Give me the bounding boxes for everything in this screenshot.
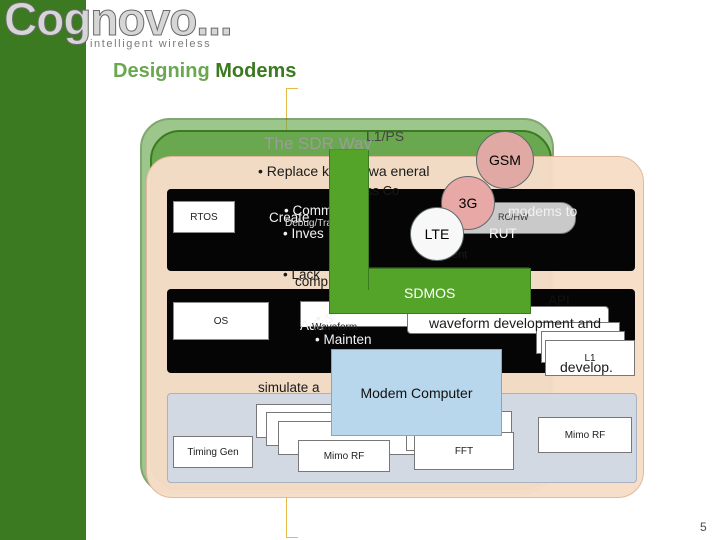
text-create: Create (269, 210, 310, 225)
rtos-box: RTOS (173, 201, 235, 233)
text-debug-trace: Debug/Trace (285, 218, 343, 229)
bullet-comm: • Comm (284, 203, 333, 218)
bullet-s: • S (316, 311, 334, 326)
title-word-designing: Designing (113, 60, 210, 82)
text-api: API (548, 293, 570, 308)
sdr-way-heading: The SDR Way (264, 134, 373, 153)
title-word-modems: Modems (215, 60, 297, 82)
cognovo-logo: Cognovo... (3, 0, 233, 46)
gsm-label: GSM (489, 152, 521, 168)
bullet-invest: • Inves (283, 226, 324, 241)
l1-ps-label: L1/PS (366, 128, 405, 144)
os-box: OS (173, 302, 269, 340)
logo-wordmark: Cognovo (3, 0, 197, 46)
rc-hw-label: RC/HW (498, 212, 529, 222)
l1-box: L1 (545, 340, 635, 376)
mimo-rf-middle-box: Mimo RF (298, 440, 390, 472)
sdmos-vertical-bar (329, 150, 369, 290)
sdmos-label: SDMOS (404, 285, 456, 301)
text-waveform-small: Waveform (312, 322, 358, 333)
text-waveform-development: waveform development and (429, 315, 601, 331)
lte-label: LTE (424, 226, 450, 242)
mimo-rf-right-box: Mimo RF (538, 417, 632, 453)
3g-label: 3G (458, 195, 478, 211)
slide-title: Designing Modems (113, 60, 296, 83)
gsm-circle: GSM (476, 131, 534, 189)
text-add: Add (300, 318, 325, 333)
lte-circle: LTE (410, 207, 464, 261)
bullet-maintenance: • Mainten (315, 332, 372, 347)
logo-tagline: intelligent wireless (90, 38, 212, 50)
timing-gen-box: Timing Gen (173, 436, 253, 468)
modem-computer-label: Modem Computer (360, 384, 473, 401)
text-ss-co: ss Co (366, 183, 400, 198)
left-sidebar-band (0, 0, 86, 540)
fft-box: FFT (414, 432, 514, 470)
text-comp: comp (295, 274, 329, 289)
modem-computer-box: Modem Computer (331, 349, 502, 436)
logo-dots: ... (196, 0, 233, 46)
text-modems-to: modems to (508, 203, 578, 219)
text-develop: develop. (560, 359, 613, 375)
bullet-lack: • Lack (283, 267, 320, 282)
text-rut: RUT (489, 226, 517, 241)
text-simulate: simulate a (258, 380, 320, 395)
page-number: 5 (700, 520, 707, 534)
